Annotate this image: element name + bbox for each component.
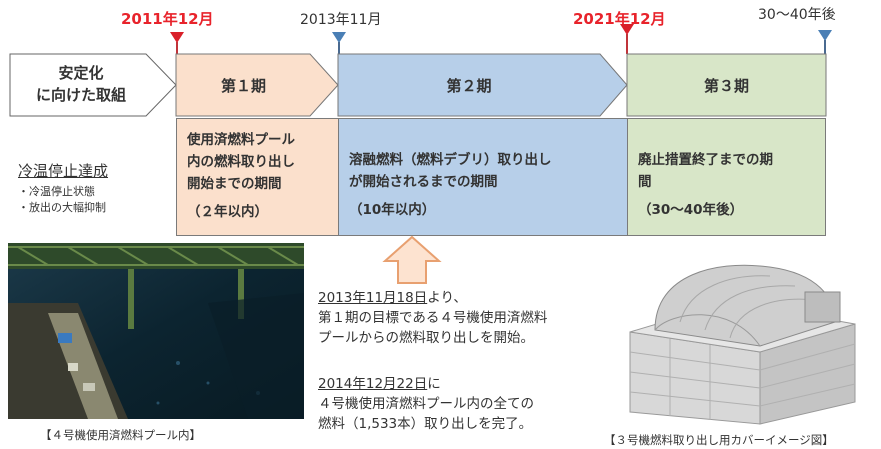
note-text: より、 — [427, 290, 467, 306]
marker-line — [824, 40, 826, 54]
note-fuel-start: 2013年11月18日より、 第１期の目標である４号機使用済燃料 プールからの燃… — [318, 288, 628, 348]
fuel-pool-photo-image — [8, 243, 304, 419]
phase1-desc-line: 内の燃料取り出し — [187, 154, 295, 170]
phase2-title: 第２期 — [446, 76, 492, 95]
fuel-pool-caption: 【４号機使用済燃料プール内】 — [40, 428, 201, 442]
phase2-arrow-shape — [337, 53, 628, 117]
phase2-period: （10年以内） — [349, 202, 436, 218]
cold-shutdown-title: 冷温停止達成 — [18, 162, 109, 180]
phase2-description: 溶融燃料（燃料デブリ）取り出し が開始されるまでの期間 （10年以内） — [338, 118, 628, 236]
marker-2021-icon — [620, 24, 634, 35]
cold-shutdown-item: ・冷温停止状態 — [18, 185, 95, 198]
phase3-desc-line: 間 — [638, 174, 652, 190]
fuel-pool-photo — [8, 243, 304, 419]
note-text: ４号機使用済燃料プール内の全ての — [318, 396, 534, 412]
phase3-desc-line: 廃止措置終了までの期 — [638, 152, 773, 168]
phase1-period: （２年以内） — [187, 204, 268, 220]
start-box-label: 安定化 に向けた取組 — [14, 62, 148, 106]
phase1-description: 使用済燃料プール 内の燃料取り出し 開始までの期間 （２年以内） — [176, 118, 339, 236]
marker-30-40-icon — [818, 30, 832, 41]
note-text: 燃料（1,533本）取り出しを完了。 — [318, 416, 533, 432]
phase3-period: （30〜40年後） — [638, 202, 744, 218]
cold-shutdown-list: ・冷温停止状態 ・放出の大幅抑制 — [18, 184, 106, 216]
phase1-title: 第１期 — [220, 76, 266, 95]
unit3-cover-image — [610, 252, 870, 428]
note-date-start: 2013年11月18日 — [318, 290, 428, 306]
date-2021-12: 2021年12月 — [573, 10, 666, 28]
marker-line — [626, 34, 628, 54]
phase-arrows — [9, 53, 827, 117]
start-box-line1: 安定化 — [58, 64, 104, 82]
date-2011-12: 2011年12月 — [121, 10, 214, 28]
note-date-complete: 2014年12月22日 — [318, 376, 428, 392]
up-arrow-icon — [382, 235, 442, 284]
phase1-arrow-shape — [175, 53, 339, 117]
start-arrow-shape — [9, 53, 177, 117]
marker-2011-icon — [170, 32, 184, 43]
marker-line — [338, 42, 340, 54]
marker-2013-icon — [332, 32, 346, 43]
phase3-arrow-shape — [626, 53, 827, 117]
note-fuel-complete: 2014年12月22日に ４号機使用済燃料プール内の全ての 燃料（1,533本）… — [318, 374, 628, 434]
phase2-desc-line: が開始されるまでの期間 — [349, 174, 498, 190]
phase1-desc-line: 開始までの期間 — [187, 176, 282, 192]
phase3-description: 廃止措置終了までの期 間 （30〜40年後） — [627, 118, 826, 236]
phase1-desc-line: 使用済燃料プール — [187, 132, 295, 148]
cold-shutdown-item: ・放出の大幅抑制 — [18, 201, 106, 214]
date-2013-11: 2013年11月 — [300, 12, 382, 28]
marker-line — [176, 42, 178, 54]
note-text: プールからの燃料取り出しを開始。 — [318, 330, 534, 346]
phase2-desc-line: 溶融燃料（燃料デブリ）取り出し — [349, 152, 552, 168]
note-text: に — [427, 376, 441, 392]
date-30-40-years: 30〜40年後 — [758, 7, 836, 23]
start-box-line2: に向けた取組 — [35, 86, 126, 104]
unit3-cover-caption: 【３号機燃料取り出し用カバーイメージ図】 — [604, 433, 834, 447]
note-text: 第１期の目標である４号機使用済燃料 — [318, 310, 548, 326]
phase3-title: 第３期 — [703, 76, 749, 95]
